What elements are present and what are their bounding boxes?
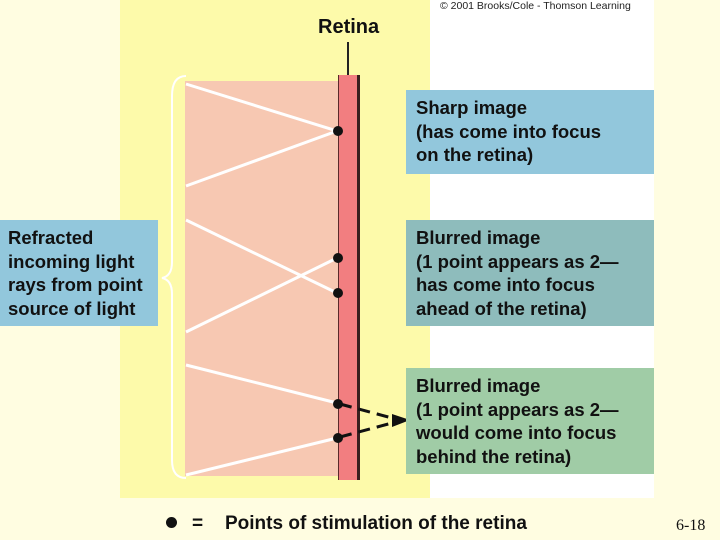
box-line: has come into focus xyxy=(416,274,595,295)
light-ray xyxy=(185,436,338,477)
retina-label: Retina xyxy=(318,16,380,38)
convergence-point-marker xyxy=(392,414,410,427)
light-ray xyxy=(185,82,338,133)
brace xyxy=(161,75,187,479)
extension-ray-dashed xyxy=(339,402,393,420)
box-line: Sharp image xyxy=(416,97,528,118)
stimulation-point xyxy=(333,253,343,263)
box-line: rays from point xyxy=(8,274,143,295)
light-ray xyxy=(185,363,338,405)
legend-text: Points of stimulation of the retina xyxy=(225,513,527,534)
eye-interior-zone xyxy=(185,81,338,476)
box-line: Refracted xyxy=(8,227,94,248)
box-line: behind the retina) xyxy=(416,445,572,467)
box-line: Blurred image xyxy=(416,227,541,248)
blurred-ahead-box: Blurred image (1 point appears as 2— has… xyxy=(406,220,654,326)
legend-equals: = xyxy=(192,513,204,534)
stimulation-point xyxy=(333,433,343,443)
box-line: ahead of the retina) xyxy=(416,297,587,319)
retina-pointer-line xyxy=(347,42,349,75)
box-line: on the retina) xyxy=(416,144,534,165)
box-line: would come into focus xyxy=(416,422,617,443)
stimulation-point xyxy=(333,399,343,409)
light-ray xyxy=(185,129,338,188)
slide-number: 6-18 xyxy=(676,517,706,534)
box-line: Blurred image xyxy=(416,375,541,396)
box-line: (1 point appears as 2— xyxy=(416,250,619,272)
refracted-light-box: Refracted incoming light rays from point… xyxy=(0,220,158,326)
box-line: incoming light xyxy=(8,250,135,272)
light-ray xyxy=(185,218,338,295)
legend-point-icon xyxy=(166,517,177,528)
copyright-notice: © 2001 Brooks/Cole - Thomson Learning xyxy=(440,0,631,12)
light-ray xyxy=(185,256,338,334)
stimulation-point xyxy=(333,288,343,298)
sharp-image-box: Sharp image (has come into focus on the … xyxy=(406,90,654,174)
blurred-behind-box: Blurred image (1 point appears as 2— wou… xyxy=(406,368,654,474)
box-line: (1 point appears as 2— xyxy=(416,398,619,420)
box-line: source of light xyxy=(8,297,136,319)
retina-strip xyxy=(338,75,360,480)
extension-ray-dashed xyxy=(339,421,393,439)
box-line: (has come into focus xyxy=(416,120,602,142)
stimulation-point xyxy=(333,126,343,136)
